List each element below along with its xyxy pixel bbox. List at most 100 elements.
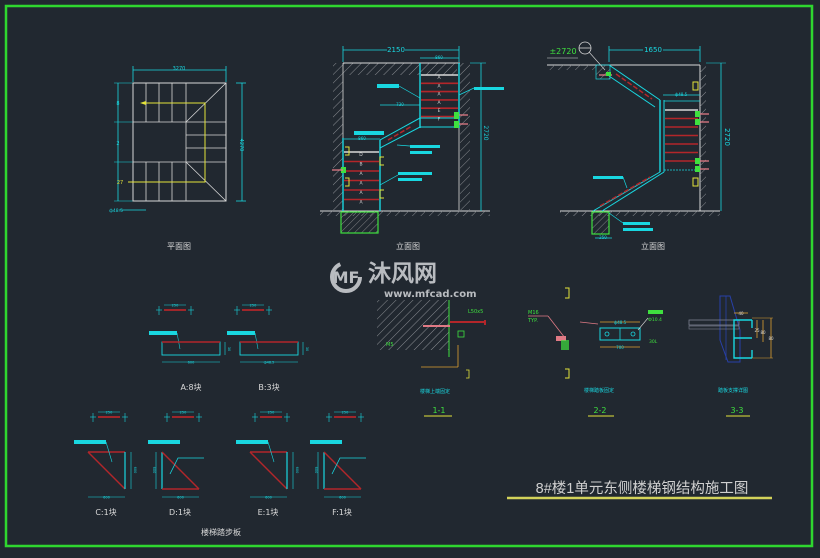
- treads-group-caption: 楼梯踏步板: [201, 527, 241, 537]
- upper-step: A: [421, 90, 458, 98]
- section-3-3-dim-3: 80: [760, 330, 766, 335]
- tread-label: E:1块: [258, 507, 279, 517]
- section-3-3: 40 25 80 80 踏板支撑详图 3-3: [688, 295, 774, 417]
- lower-step: A: [344, 189, 379, 196]
- tread-b: 250 30 ф48.5B:3块: [227, 304, 309, 392]
- elevation-right-label: 立面图: [641, 241, 665, 251]
- step-label: A: [359, 200, 363, 206]
- tread-width: 600: [177, 496, 184, 500]
- section-1-1-label: 1-1: [432, 406, 445, 415]
- tread-width: ф48.5: [264, 361, 275, 365]
- watermark-logo: MF: [333, 268, 360, 287]
- plan-dim-top: 3270: [173, 66, 186, 72]
- section-3-3-dim-4: 80: [768, 336, 774, 341]
- tread-width: 600: [103, 496, 110, 500]
- section-2-2-note-left: TYP.: [527, 318, 538, 324]
- step-label: D: [359, 152, 363, 158]
- tread-top-dim: 250: [172, 304, 179, 308]
- plan-dim-right: 4270: [238, 139, 244, 152]
- tread-top-dim: 250: [268, 411, 275, 415]
- tread-label: C:1块: [95, 507, 116, 517]
- tread-label: B:3块: [258, 382, 279, 392]
- step-label: A: [359, 181, 363, 187]
- plan-mark-2: 2: [116, 141, 119, 147]
- tread-details: 25030600A:8块25030ф48.5B:3块250600600C:1块2…: [74, 304, 366, 517]
- lower-step: A: [344, 198, 379, 206]
- plan-view: 3270 4270 8 2 27 ф48.5 平面图: [109, 66, 246, 251]
- tread-height: 600: [133, 467, 137, 474]
- plan-dim-bottom: ф48.5: [109, 208, 123, 214]
- section-2-2-dim-3: 30L: [649, 339, 658, 345]
- section-2-2-dim-2: 700: [616, 345, 624, 350]
- watermark-url: www.mfcad.com: [384, 289, 477, 300]
- elev-right-dim-base: 250: [599, 235, 607, 240]
- section-3-3-dim-2: 25: [754, 328, 760, 333]
- section-1-1: L50x5 M5 楼梯上端固定 1-1: [377, 300, 486, 417]
- section-1-1-tag: M5: [386, 342, 394, 348]
- section-2-2-dim-1: ф48.5: [614, 320, 627, 325]
- tread-height: 600: [314, 467, 318, 474]
- watermark-brand: 沐风网: [368, 261, 437, 287]
- tread-label: A:8块: [180, 382, 201, 392]
- lower-step: D: [344, 151, 379, 158]
- section-2-2-label: 2-2: [593, 406, 606, 415]
- watermark: MF 沐风网 www.mfcad.com: [330, 261, 477, 300]
- tread-top-dim: 250: [106, 411, 113, 415]
- section-1-1-note: L50x5: [468, 309, 483, 315]
- tread-top-dim: 250: [250, 304, 257, 308]
- tread-width: 600: [339, 496, 346, 500]
- tread-label: D:1块: [169, 507, 191, 517]
- step-label: A: [437, 92, 441, 98]
- section-3-3-caption: 踏板支撑详图: [718, 387, 748, 394]
- upper-step: A: [421, 82, 458, 89]
- section-3-3-dim-1: 40: [738, 311, 744, 316]
- elev-right-level: ±2720: [549, 47, 576, 56]
- elevation-right: ±2720 1650 ф48.5 2720 250: [547, 41, 731, 251]
- tread-top-dim: 250: [180, 411, 187, 415]
- section-2-2-caption: 楼梯踏板固定: [584, 387, 614, 394]
- elevation-left-label: 立面图: [396, 241, 420, 251]
- step-label: A: [437, 100, 441, 106]
- section-2-2: M16 TYP. ф48.5 700 Ф10.4 30L 楼梯踏板固定 2-2: [527, 287, 663, 417]
- step-label: A: [359, 190, 363, 196]
- section-2-2-tag: M16: [528, 310, 539, 316]
- tread-label: F:1块: [332, 507, 352, 517]
- upper-step: A: [421, 99, 458, 106]
- elev-left-dim-bottom-flight: 860: [358, 136, 366, 141]
- upper-step: F: [421, 115, 458, 123]
- upper-step: A: [421, 74, 458, 81]
- lower-step: A: [344, 170, 379, 177]
- plan-mark-3: 27: [117, 180, 123, 186]
- tread-width: 600: [265, 496, 272, 500]
- plan-mark-1: 8: [116, 101, 119, 107]
- section-3-3-label: 3-3: [730, 406, 743, 415]
- elev-left-dim-total: 2150: [387, 46, 405, 54]
- plan-view-label: 平面图: [167, 242, 191, 251]
- elev-right-dim-mid: ф48.5: [675, 92, 688, 97]
- section-1-1-caption: 楼梯上端固定: [420, 388, 450, 395]
- drawing-title: 8#楼1单元东侧楼梯钢结构施工图: [536, 480, 749, 497]
- elev-left-dim-landing: 730: [396, 102, 404, 107]
- elev-left-dim-top-flight: 860: [435, 55, 443, 60]
- step-label: F: [438, 117, 441, 123]
- step-label: A: [437, 75, 441, 81]
- tread-height: 600: [295, 467, 299, 474]
- elev-right-dim-height: 2720: [723, 128, 731, 146]
- lower-step: A: [344, 179, 379, 187]
- elev-right-dim-top: 1650: [644, 46, 662, 54]
- step-label: A: [359, 171, 363, 177]
- section-2-2-note-right: Ф10.4: [648, 317, 662, 323]
- tread-height: 30: [227, 347, 231, 351]
- step-label: A: [437, 83, 441, 89]
- elev-left-dim-height: 2720: [482, 125, 489, 140]
- tread-width: 600: [188, 361, 195, 365]
- drawing-frame: [4, 4, 814, 548]
- tread-height: 30: [305, 347, 309, 351]
